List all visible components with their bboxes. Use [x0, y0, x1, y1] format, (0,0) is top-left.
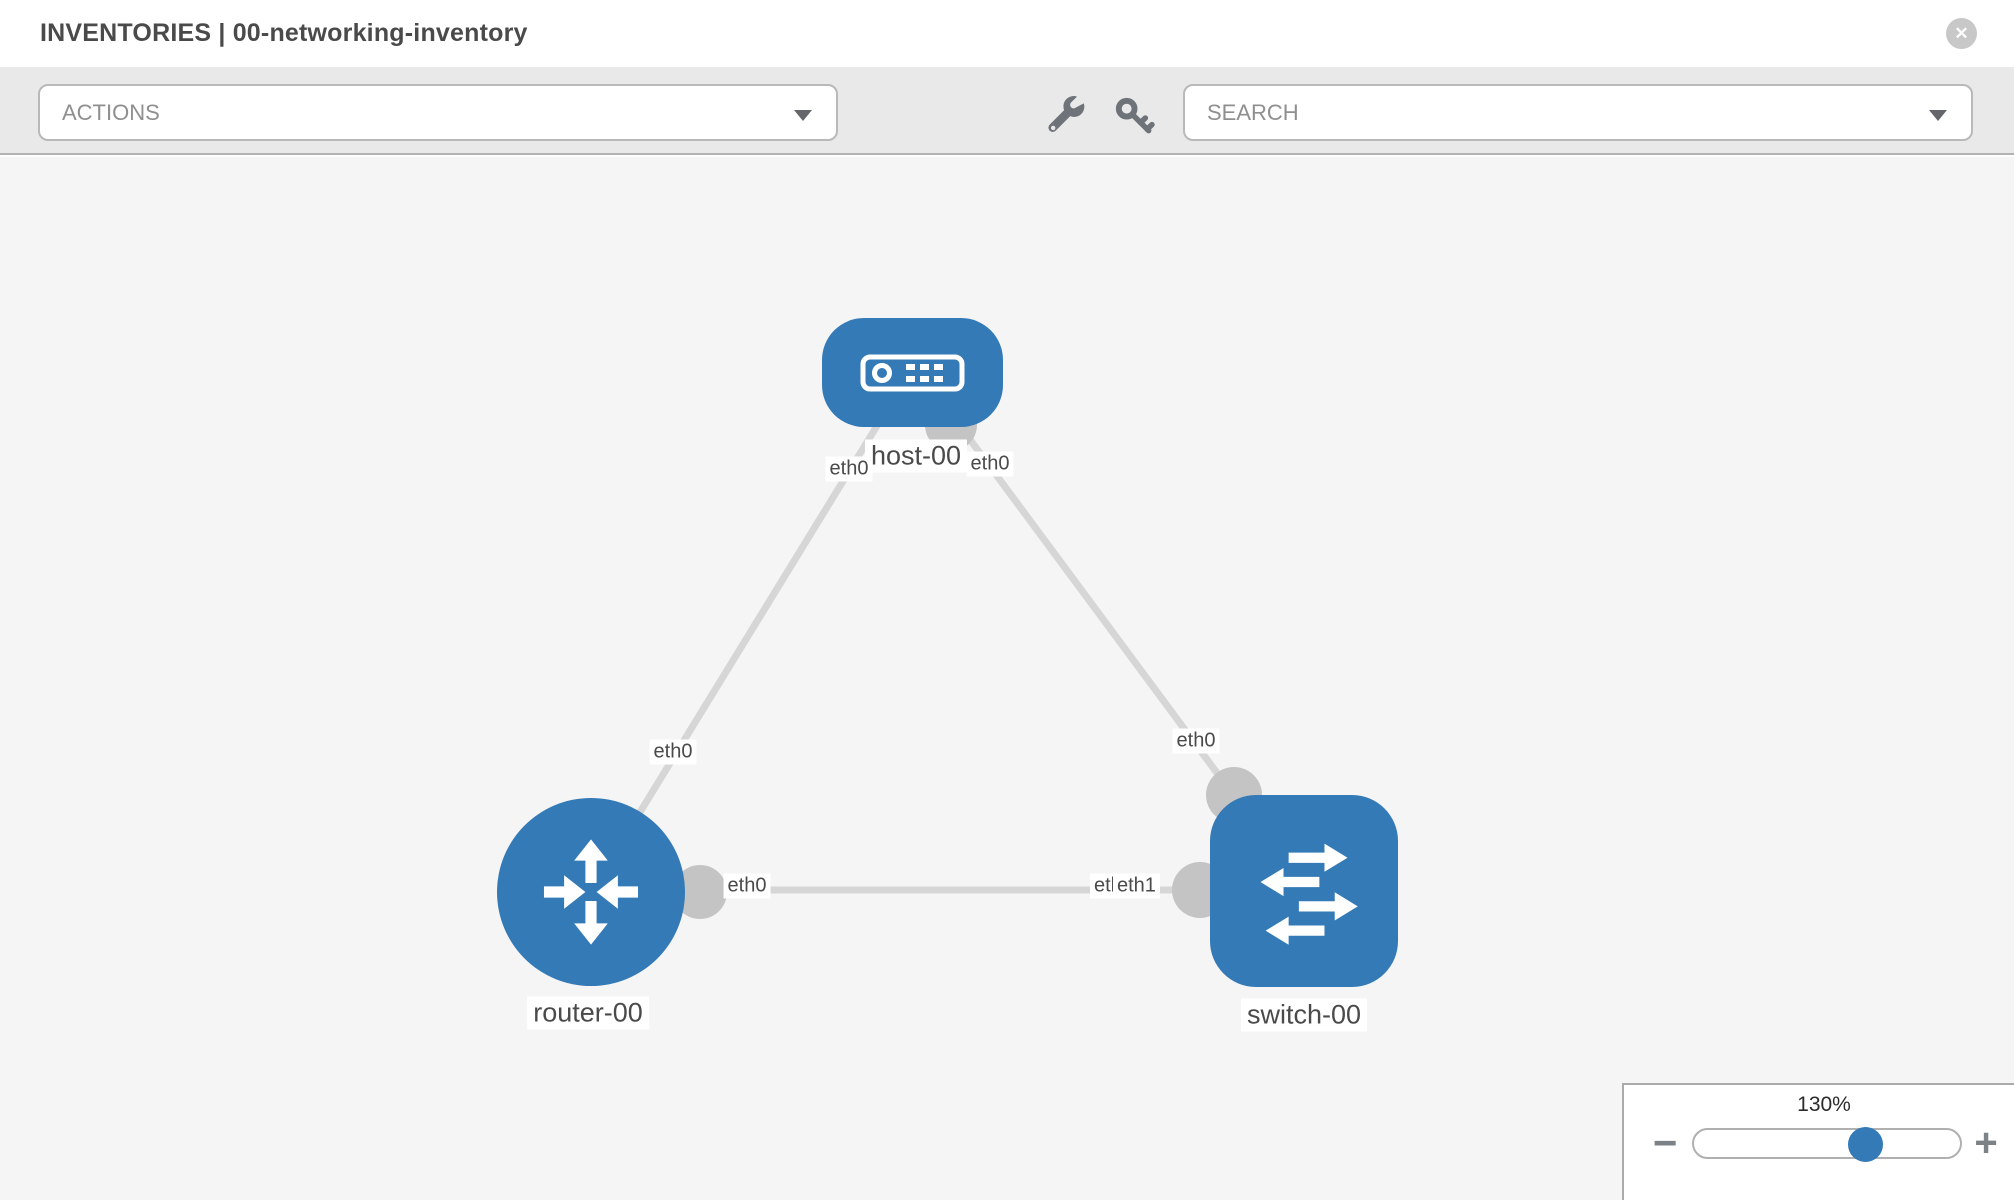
node-label-router: router-00 [527, 996, 649, 1030]
zoom-out-button[interactable]: − [1652, 1119, 1678, 1166]
interface-label: eth1 [1113, 873, 1160, 899]
zoom-level-value: 130% [1797, 1093, 1851, 1116]
link-host-switch[interactable] [917, 369, 1237, 799]
links-layer [588, 369, 1262, 919]
credentials-button[interactable] [1112, 94, 1156, 138]
interface-label: eth0 [966, 451, 1014, 477]
interface-label: eth0 [649, 739, 697, 765]
page-title: INVENTORIES | 00-networking-inventory [40, 19, 528, 47]
actions-dropdown[interactable]: ACTIONS [38, 84, 838, 141]
switch-icon [1260, 843, 1358, 945]
node-label-switch: switch-00 [1240, 998, 1368, 1032]
node-label-host: host-00 [864, 439, 968, 473]
zoom-slider-track[interactable] [1692, 1128, 1962, 1159]
search-label: SEARCH [1207, 100, 1299, 125]
node-router-00[interactable] [497, 798, 685, 986]
host-icon [860, 354, 965, 391]
chevron-down-icon [1929, 110, 1947, 121]
router-icon [543, 839, 639, 945]
header: INVENTORIES | 00-networking-inventory ✕ [0, 0, 2014, 67]
node-switch-00[interactable] [1210, 795, 1398, 987]
toolbar: ACTIONS SEARCH [0, 67, 2014, 155]
search-dropdown[interactable]: SEARCH [1183, 84, 1973, 141]
node-host-00[interactable] [822, 318, 1003, 427]
close-button[interactable]: ✕ [1946, 18, 1977, 49]
wrench-icon [1048, 96, 1085, 132]
chevron-down-icon [794, 110, 812, 121]
interface-label: eth0 [723, 873, 771, 899]
configure-button[interactable] [1044, 94, 1088, 138]
interface-label: eth0 [825, 456, 873, 482]
zoom-panel: 130% − + [1622, 1083, 2014, 1200]
key-icon [1115, 97, 1155, 134]
interface-label: eth0 [1172, 728, 1220, 754]
close-icon: ✕ [1954, 24, 1969, 43]
port-connector[interactable] [673, 865, 727, 919]
topology-canvas[interactable]: host-00 router-00 switch-00 eth0 eth0 et… [0, 157, 2014, 1200]
zoom-in-button[interactable]: + [1974, 1121, 1998, 1165]
actions-label: ACTIONS [62, 100, 160, 125]
zoom-slider-thumb[interactable] [1848, 1127, 1883, 1162]
